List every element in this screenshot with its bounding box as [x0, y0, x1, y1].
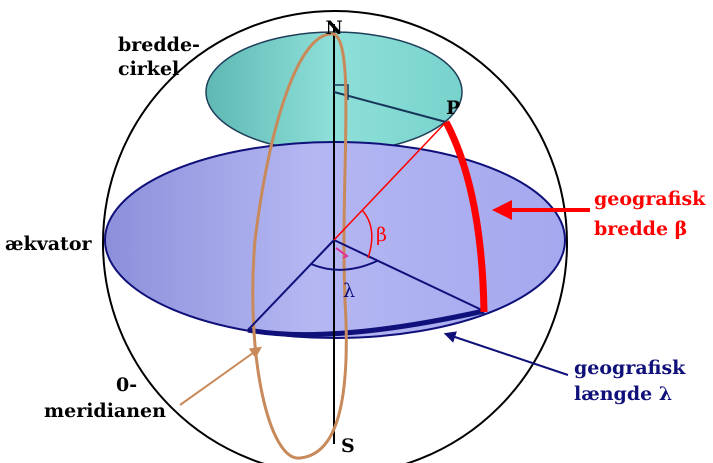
point-label: P: [446, 97, 460, 119]
latitude-circle-label-line2: cirkel: [118, 58, 179, 80]
north-label: N: [325, 17, 342, 39]
beta-symbol: β: [376, 224, 387, 246]
equator-radius-prime: [247, 239, 335, 331]
equator-front-edge: [247, 308, 485, 338]
latitude-arc: [442, 120, 488, 313]
geo-longitude-label-line1: geografisk: [574, 357, 686, 379]
prime-meridian-curve: [251, 32, 348, 460]
latitude-circle-radius: [333, 91, 447, 123]
lambda-symbol: λ: [343, 280, 355, 302]
south-label: S: [341, 435, 355, 457]
beta-angle-arc: [361, 209, 373, 259]
equator-label: ækvator: [5, 233, 92, 255]
latitude-right-angle-mark: [334, 84, 349, 100]
prime-meridian-label-line2: meridianen: [44, 400, 166, 422]
lambda-angle-arc: [310, 260, 378, 271]
latitude-circle-label-line1: bredde-: [118, 34, 200, 56]
geo-latitude-label-line1: geografisk: [594, 188, 706, 210]
sphere-outline: [102, 10, 568, 463]
prime-meridian-label-line1: 0-: [116, 374, 137, 396]
geo-longitude-label-line2: længde λ: [574, 383, 672, 405]
longitude-arrow: [443, 331, 569, 376]
equator-right-angle-mark: [335, 247, 349, 259]
radius-to-p: [333, 121, 447, 241]
geo-latitude-label-line2: bredde β: [594, 218, 687, 240]
meridian-arrow: [179, 346, 262, 406]
equator-radius-p: [333, 239, 485, 312]
